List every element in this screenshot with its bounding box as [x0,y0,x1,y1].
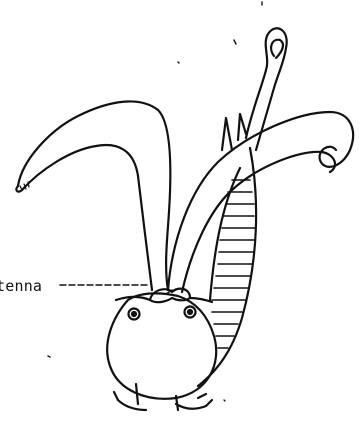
antenna-label: tenna [0,277,42,295]
loop-filament [246,28,287,150]
antenna-structure [60,285,212,302]
specks [48,2,262,401]
segmented-body [198,148,256,386]
right-horn [168,112,353,292]
left-horn [16,101,170,290]
spine-tufts [222,114,246,150]
mouth-hooks [114,384,212,410]
head-capsule [107,293,216,398]
